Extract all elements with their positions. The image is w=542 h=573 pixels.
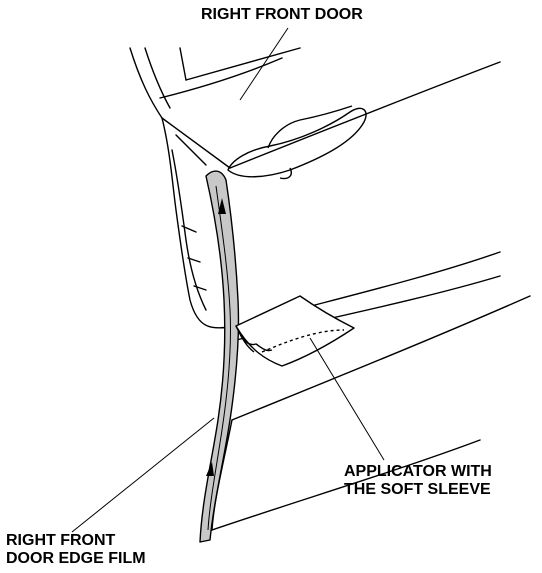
right-front-door-label-line1: RIGHT FRONT DOOR [201, 6, 363, 23]
applicator-leader [309, 337, 385, 461]
leader-lines [71, 27, 385, 533]
door-edge-film-label-line1: RIGHT FRONT [6, 532, 116, 549]
applicator-label-line1: APPLICATOR WITH [344, 463, 492, 480]
applicator-tool [235, 295, 355, 367]
applicator-label: APPLICATOR WITH THE SOFT SLEEVE [344, 463, 492, 499]
door-edge-film [199, 170, 240, 543]
vehicle-body-outline [129, 47, 531, 531]
door-edge-film-label-line2: DOOR EDGE FILM [6, 550, 146, 567]
right-front-door-label: RIGHT FRONT DOOR [201, 6, 363, 24]
film-leader [71, 417, 215, 533]
door-edge-film-label: RIGHT FRONT DOOR EDGE FILM [6, 532, 146, 568]
door-handle [227, 105, 367, 180]
door-leader [239, 27, 289, 101]
applicator-label-line2: THE SOFT SLEEVE [344, 481, 491, 498]
